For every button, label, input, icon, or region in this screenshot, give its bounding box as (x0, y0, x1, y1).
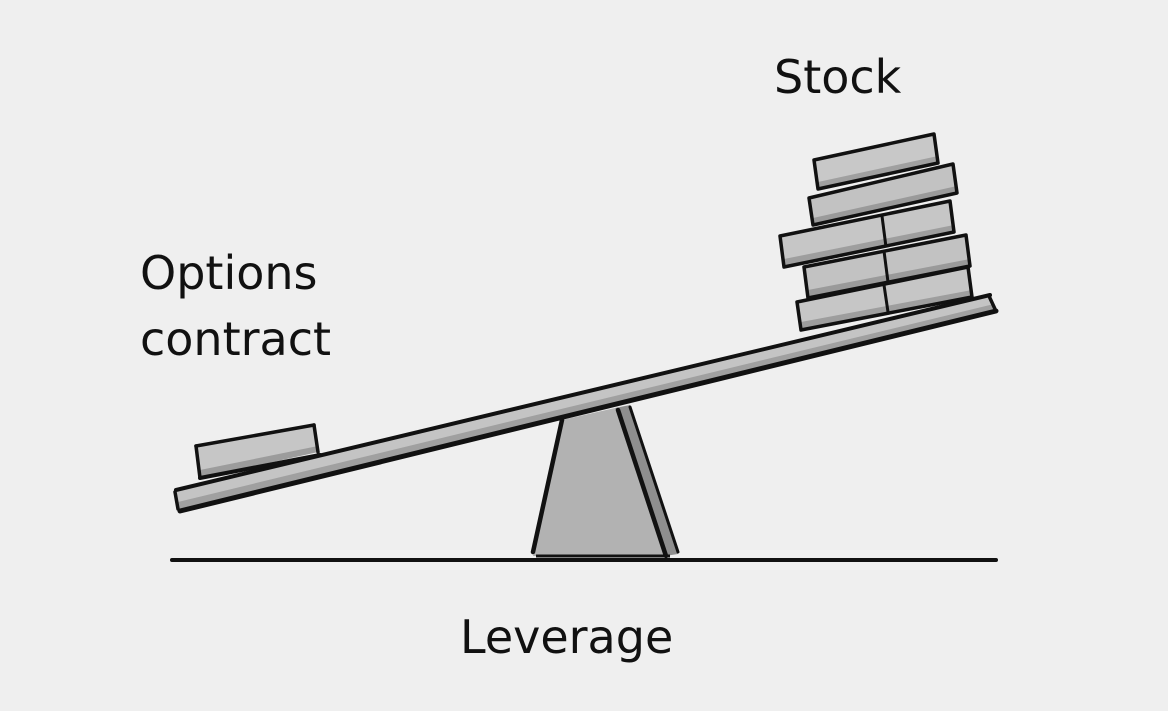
stock-label: Stock (774, 50, 902, 104)
stock-block (812, 132, 940, 191)
fulcrum (530, 405, 680, 559)
plank (173, 293, 999, 514)
options-contract-block (194, 423, 322, 480)
leverage-label: Leverage (460, 610, 674, 664)
stock-block (807, 162, 959, 227)
options-contract-label-line1: Options (140, 246, 318, 300)
stock-block-stack (778, 132, 974, 332)
stock-block (778, 199, 956, 269)
options-contract-label-line2: contract (140, 312, 332, 366)
stock-block (802, 233, 972, 300)
options-contract-label: Options contract (140, 240, 331, 372)
